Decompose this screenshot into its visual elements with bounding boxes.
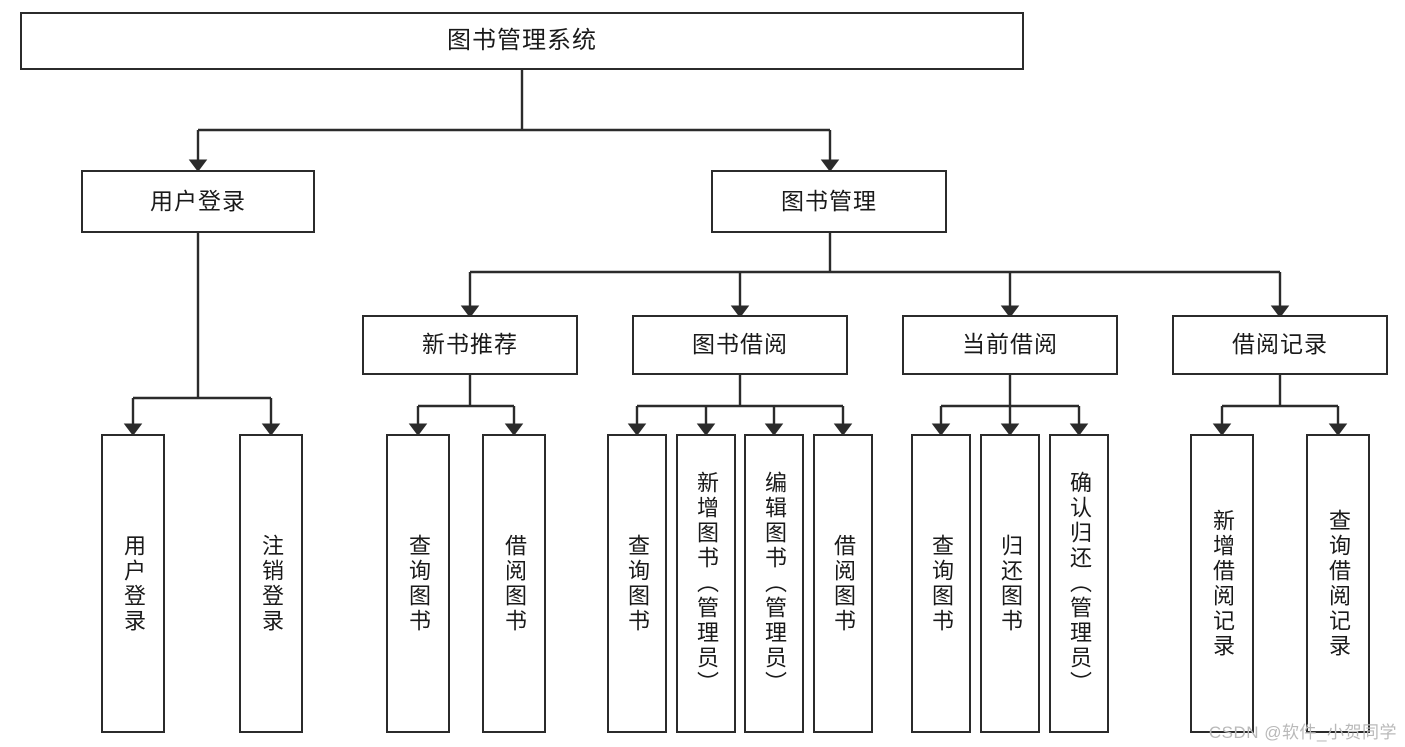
leaf-borrow-book-recommend-label: 借阅图书 [502,533,527,634]
node-book-borrow-label: 图书借阅 [692,331,788,358]
node-borrow-record-label: 借阅记录 [1232,331,1328,358]
leaf-query-book-recommend[interactable]: 查询图书 [386,434,450,733]
leaf-query-book-borrow-label: 查询图书 [625,533,650,634]
leaf-query-book-borrow[interactable]: 查询图书 [607,434,667,733]
leaf-borrow-book-borrow[interactable]: 借阅图书 [813,434,873,733]
leaf-confirm-return[interactable]: 确认归还（管理员） [1049,434,1109,733]
node-current-borrow-label: 当前借阅 [962,331,1058,358]
leaf-query-book-current-label: 查询图书 [929,533,954,634]
leaf-borrow-book-borrow-label: 借阅图书 [831,533,856,634]
leaf-query-book-current[interactable]: 查询图书 [911,434,971,733]
leaf-add-borrow-record-label: 新增借阅记录 [1210,508,1235,659]
node-book-management-label: 图书管理 [781,187,877,214]
leaf-add-borrow-record[interactable]: 新增借阅记录 [1190,434,1254,733]
leaf-return-book[interactable]: 归还图书 [980,434,1040,733]
node-borrow-record[interactable]: 借阅记录 [1172,315,1388,375]
node-book-management[interactable]: 图书管理 [711,170,947,233]
node-new-book-recommend[interactable]: 新书推荐 [362,315,578,375]
node-root-system-label: 图书管理系统 [447,26,597,54]
node-current-borrow[interactable]: 当前借阅 [902,315,1118,375]
leaf-edit-book-label: 编辑图书（管理员） [762,471,787,696]
leaf-logout-login-label: 注销登录 [259,533,284,634]
leaf-confirm-return-label: 确认归还（管理员） [1067,471,1092,696]
node-book-borrow[interactable]: 图书借阅 [632,315,848,375]
leaf-user-login-label: 用户登录 [121,533,146,634]
leaf-query-borrow-record[interactable]: 查询借阅记录 [1306,434,1370,733]
leaf-edit-book[interactable]: 编辑图书（管理员） [744,434,804,733]
leaf-borrow-book-recommend[interactable]: 借阅图书 [482,434,546,733]
leaf-query-book-recommend-label: 查询图书 [406,533,431,634]
leaf-user-login[interactable]: 用户登录 [101,434,165,733]
node-user-login[interactable]: 用户登录 [81,170,315,233]
leaf-add-book-label: 新增图书（管理员） [694,471,719,696]
node-new-book-recommend-label: 新书推荐 [422,331,518,358]
node-user-login-label: 用户登录 [150,187,246,214]
node-root-system[interactable]: 图书管理系统 [20,12,1024,70]
leaf-add-book[interactable]: 新增图书（管理员） [676,434,736,733]
leaf-query-borrow-record-label: 查询借阅记录 [1326,508,1351,659]
leaf-return-book-label: 归还图书 [998,533,1023,634]
leaf-logout-login[interactable]: 注销登录 [239,434,303,733]
